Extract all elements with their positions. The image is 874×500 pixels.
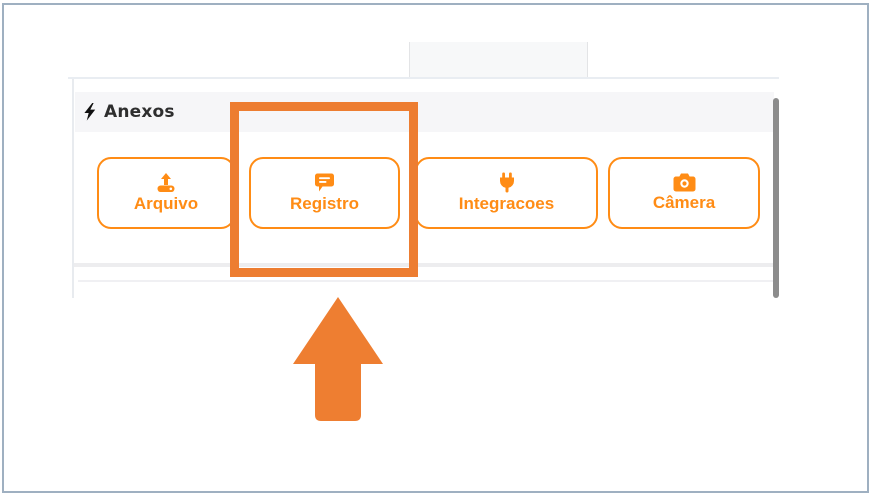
integracoes-button-label: Integracoes bbox=[458, 194, 555, 214]
comment-icon bbox=[314, 172, 335, 193]
panel-bottom-divider bbox=[74, 263, 774, 267]
integracoes-button[interactable]: Integracoes bbox=[415, 157, 598, 229]
anexos-header: Anexos bbox=[75, 92, 774, 132]
panel-bottom-divider-2 bbox=[78, 280, 774, 282]
camera-icon bbox=[673, 173, 696, 192]
plug-icon bbox=[498, 172, 516, 193]
panel-title: Anexos bbox=[104, 102, 175, 122]
camera-button-label: Câmera bbox=[652, 193, 716, 213]
arquivo-button[interactable]: Arquivo bbox=[97, 157, 235, 229]
arquivo-button-label: Arquivo bbox=[133, 194, 199, 214]
empty-tab[interactable] bbox=[409, 42, 588, 77]
window-frame bbox=[2, 3, 869, 493]
registro-button-label: Registro bbox=[290, 194, 359, 214]
upload-icon bbox=[155, 172, 177, 193]
panel-left-border bbox=[72, 79, 74, 298]
camera-button[interactable]: Câmera bbox=[608, 157, 760, 229]
registro-button[interactable]: Registro bbox=[249, 157, 400, 229]
vertical-scrollbar[interactable] bbox=[773, 98, 779, 298]
lightning-icon bbox=[82, 103, 97, 121]
panel-top-divider bbox=[68, 77, 779, 79]
